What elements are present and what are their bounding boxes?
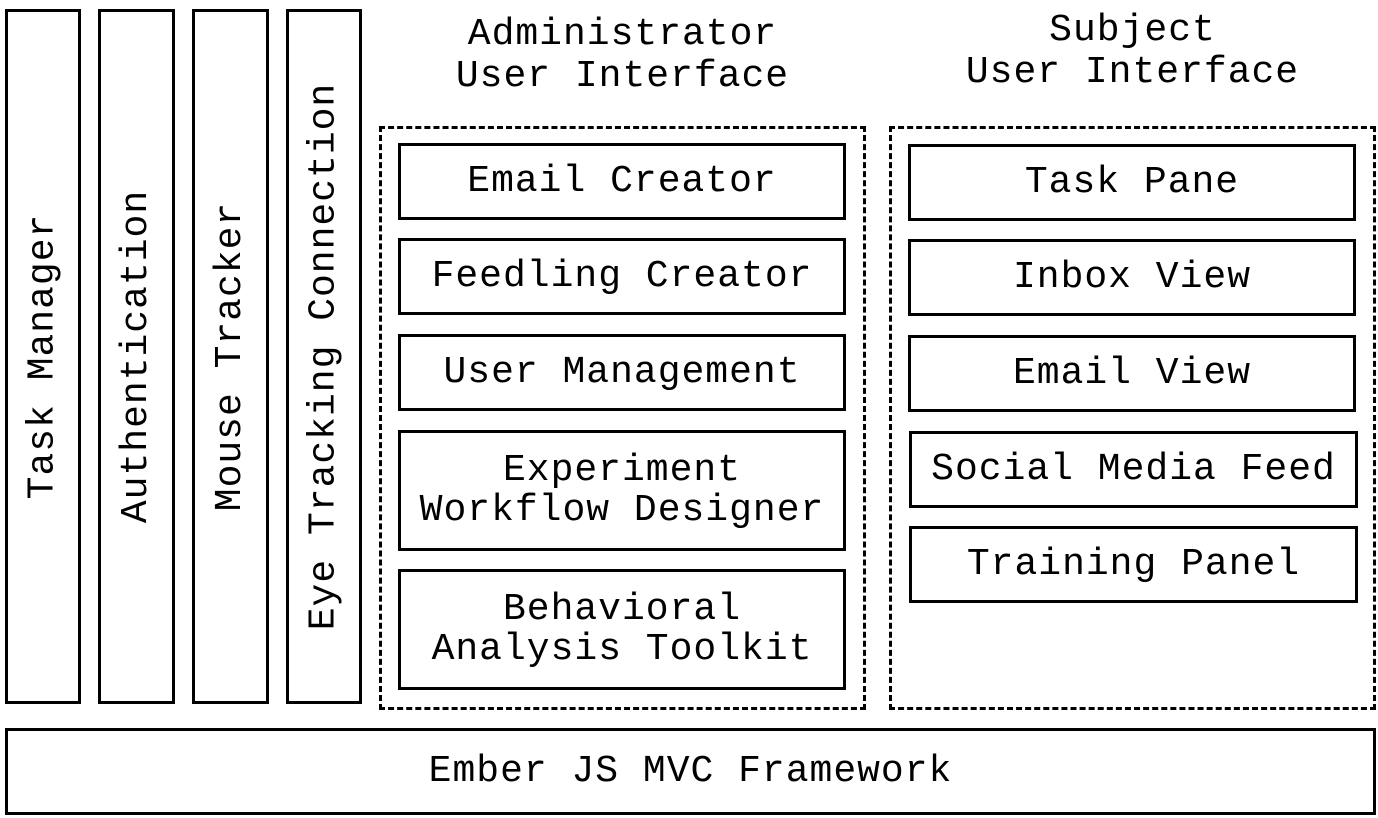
ember-framework-label: Ember JS MVC Framework [428,750,953,793]
mouse-tracker-module: Mouse Tracker [192,9,269,704]
social-media-feed-box: Social Media Feed [909,431,1358,508]
task-pane-box: Task Pane [908,144,1356,221]
subject-ui-group [889,126,1376,710]
mouse-tracker-label: Mouse Tracker [209,201,253,512]
email-creator-box: Email Creator [398,143,846,220]
task-manager-module: Task Manager [5,9,81,704]
authentication-label: Authentication [115,189,159,524]
behavioral-analysis-toolkit-box: Behavioral Analysis Toolkit [398,569,846,690]
admin-ui-group [379,126,866,710]
eye-tracking-connection-module: Eye Tracking Connection [286,9,362,704]
task-manager-label: Task Manager [21,213,65,500]
email-view-box: Email View [908,335,1356,412]
admin-ui-title: Administrator User Interface [455,13,790,98]
training-panel-box: Training Panel [909,526,1358,603]
subject-ui-title: Subject User Interface [965,9,1300,94]
inbox-view-box: Inbox View [908,239,1356,316]
experiment-workflow-designer-box: Experiment Workflow Designer [398,430,846,551]
feedling-creator-box: Feedling Creator [398,238,846,315]
eye-tracking-connection-label: Eye Tracking Connection [302,82,346,631]
user-management-box: User Management [398,334,846,411]
authentication-module: Authentication [98,9,175,704]
ember-framework-bar: Ember JS MVC Framework [5,728,1376,815]
